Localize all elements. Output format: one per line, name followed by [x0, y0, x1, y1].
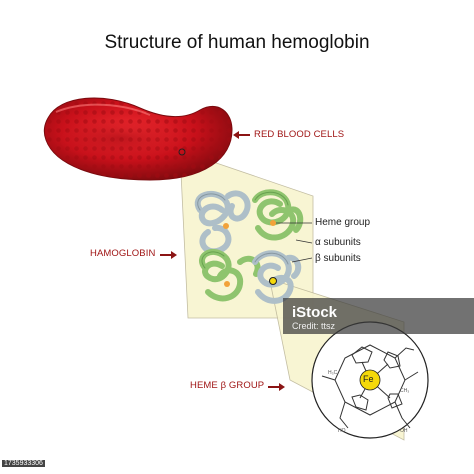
label-heme-group: Heme group [315, 217, 371, 228]
red-blood-cell [43, 97, 233, 181]
label-pointers [276, 222, 313, 263]
watermark-brand: iStock [292, 304, 338, 321]
svg-text:CH₃: CH₃ [400, 388, 409, 394]
label-alpha-subunits: α subunits [315, 237, 361, 248]
svg-text:OH: OH [400, 428, 408, 434]
hemoglobin-molecule [194, 189, 304, 304]
iron-label: Fe [363, 374, 374, 384]
page-title: Structure of human hemoglobin [104, 32, 370, 53]
svg-text:H₃C: H₃C [328, 370, 338, 376]
label-beta-subunits: β subunits [315, 253, 361, 264]
watermark-bar [283, 298, 474, 334]
heme-groups [223, 220, 277, 287]
zoom-origin-marker [178, 148, 186, 156]
arrow-icon [268, 383, 285, 391]
label-hemoglobin: HAMOGLOBIN [90, 248, 156, 259]
svg-text:HO: HO [338, 428, 346, 434]
arrow-icon [160, 251, 177, 259]
label-red-blood-cells: RED BLOOD CELLS [254, 129, 345, 140]
arrow-icon [233, 131, 250, 139]
heme-magnified: H₃C CH₃ HO OH [311, 321, 429, 439]
watermark-credit: Credit: ttsz [292, 321, 336, 331]
stock-id: 1735933306 [2, 460, 45, 467]
label-heme-beta-group: HEME β GROUP [190, 380, 265, 391]
